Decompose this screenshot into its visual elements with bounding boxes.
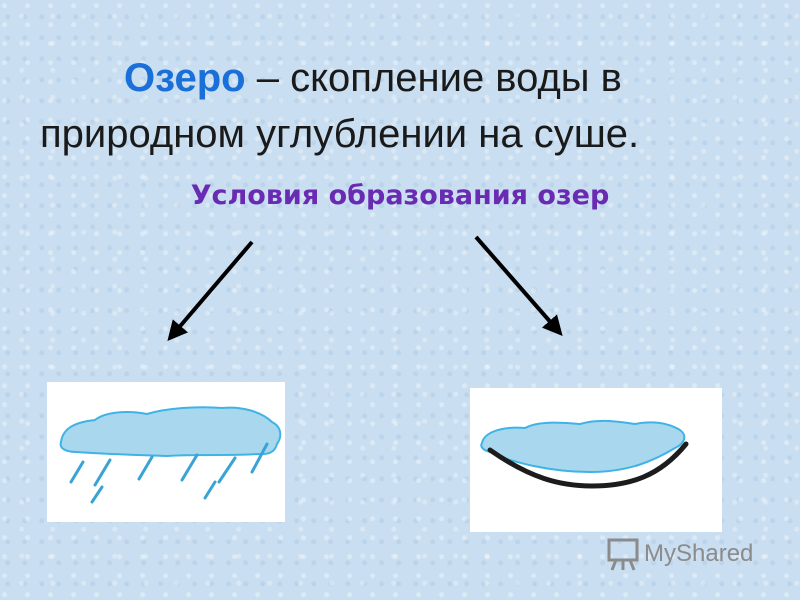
watermark: MyShared bbox=[606, 536, 753, 572]
arrow-left bbox=[167, 240, 254, 342]
definition-rest: – скопление воды в bbox=[245, 56, 622, 100]
lake-basin-icon bbox=[480, 419, 689, 489]
term-lake: Озеро bbox=[124, 56, 246, 100]
definition-line-2: природном углублении на суше. bbox=[40, 112, 640, 156]
subtitle: Условия образования озер bbox=[190, 180, 610, 211]
rain-cloud-panel bbox=[47, 382, 285, 522]
presentation-board-icon bbox=[607, 538, 639, 571]
definition-line-1: Озеро – скопление воды в bbox=[40, 50, 780, 106]
lake-definition: Озеро – скопление воды в природном углуб… bbox=[40, 50, 780, 162]
watermark-text: MyShared bbox=[644, 540, 754, 567]
rain-cloud-icon bbox=[59, 406, 282, 504]
arrow-right bbox=[474, 235, 563, 337]
lake-basin-panel bbox=[470, 388, 722, 532]
